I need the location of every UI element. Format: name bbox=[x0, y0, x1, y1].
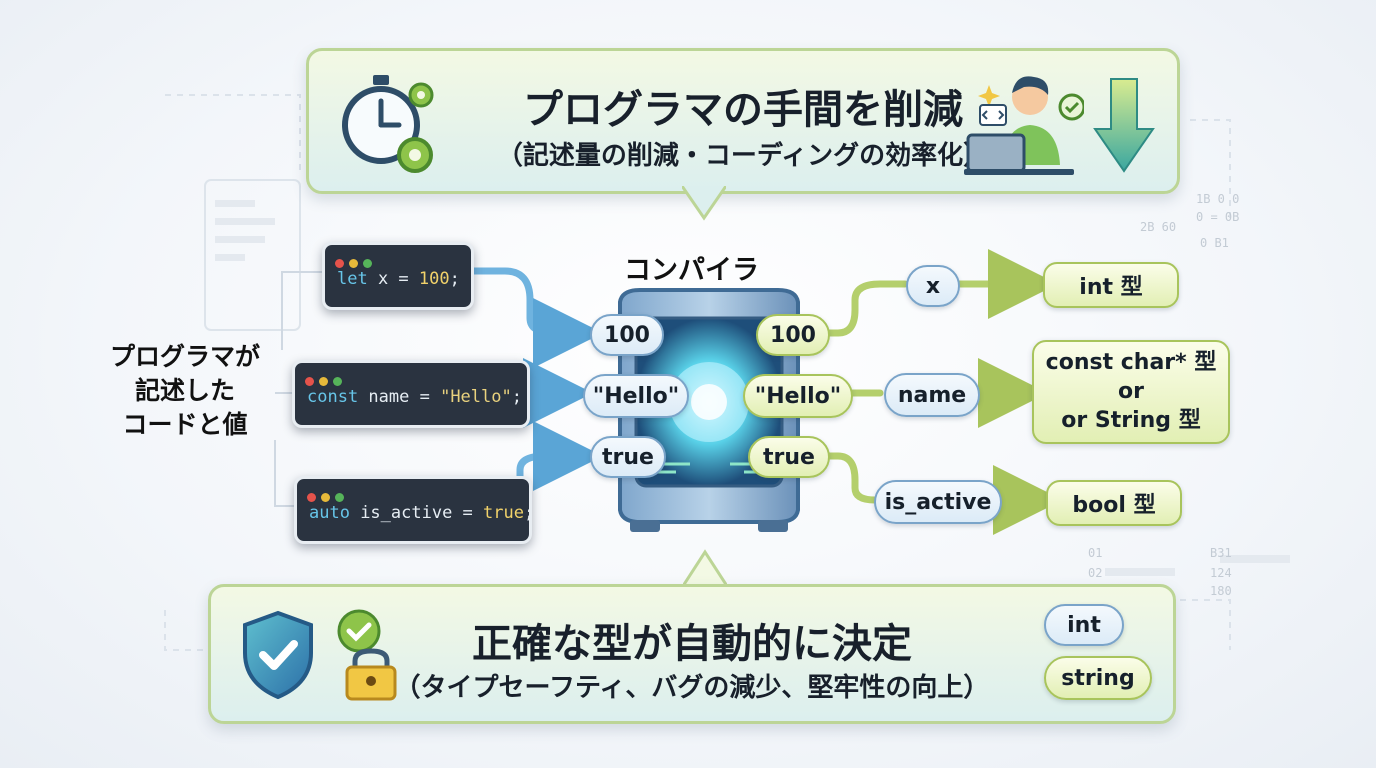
code-text: ; bbox=[449, 269, 460, 289]
code-text: ; bbox=[511, 387, 522, 407]
badge-string: string bbox=[1044, 656, 1152, 700]
type-string: const char* 型 or or String 型 bbox=[1032, 340, 1230, 444]
decor-text: 1B 0 0 bbox=[1196, 192, 1240, 206]
decor-text: B31 bbox=[1210, 546, 1232, 560]
bottom-banner-title: 正確な型が自動的に決定 bbox=[472, 621, 912, 667]
code-keyword: let bbox=[337, 269, 368, 289]
code-keyword: const bbox=[307, 387, 359, 407]
left-label-line1: プログラマが bbox=[109, 342, 260, 371]
stopwatch-icon bbox=[342, 75, 434, 173]
left-label-line3: コードと値 bbox=[122, 410, 248, 439]
bottom-banner-subtitle: （タイプセーフティ、バグの減少、堅牢性の向上） bbox=[394, 673, 990, 703]
shield-check-icon bbox=[243, 610, 313, 700]
type-string-line2: or bbox=[1118, 379, 1144, 404]
code-value: "Hello" bbox=[440, 387, 512, 407]
window-dots bbox=[305, 371, 347, 386]
bottom-banner-pointer bbox=[683, 549, 727, 586]
code-window-1: let x = 100; bbox=[322, 242, 474, 310]
decor-text: 180 bbox=[1210, 584, 1232, 598]
window-dots bbox=[307, 487, 349, 502]
bottom-banner: 正確な型が自動的に決定 （タイプセーフティ、バグの減少、堅牢性の向上） bbox=[208, 584, 1176, 724]
code-line-2: const name = "Hello"; bbox=[307, 387, 522, 407]
type-string-line3: or String 型 bbox=[1061, 408, 1201, 433]
bracket-line bbox=[281, 271, 322, 350]
type-int: int 型 bbox=[1043, 262, 1179, 308]
output-value-hello: "Hello" bbox=[743, 374, 853, 418]
variable-is-active: is_active bbox=[874, 480, 1002, 524]
input-value-hello: "Hello" bbox=[583, 374, 689, 418]
top-banner-title: プログラマの手間を削減 bbox=[523, 87, 963, 133]
decor-text: 0 = 0B bbox=[1196, 210, 1240, 224]
code-text: name = bbox=[358, 387, 441, 407]
gear-icon bbox=[397, 137, 433, 173]
input-value-true: true bbox=[590, 436, 666, 478]
code-keyword: auto bbox=[309, 503, 350, 523]
decor-text: 2B 60 bbox=[1140, 220, 1177, 234]
code-text: is_active = bbox=[349, 503, 484, 523]
output-value-true: true bbox=[748, 436, 830, 478]
down-arrow-icon bbox=[1093, 78, 1155, 173]
compiler-label: コンパイラ bbox=[624, 255, 759, 286]
programmer-laptop-icon bbox=[964, 76, 1084, 175]
code-line-1: let x = 100; bbox=[337, 269, 460, 289]
arrow-output-1 bbox=[821, 280, 909, 337]
code-text: x = bbox=[367, 269, 419, 289]
code-text: ; bbox=[523, 503, 535, 523]
input-value-100: 100 bbox=[590, 314, 664, 356]
top-banner-subtitle: （記述量の削減・コーディングの効率化） bbox=[496, 141, 990, 171]
decor-text: 124 bbox=[1210, 566, 1232, 580]
code-window-2: const name = "Hello"; bbox=[292, 360, 530, 428]
left-label-line2: 記述した bbox=[134, 376, 235, 405]
bracket-line bbox=[274, 440, 300, 507]
decor-text: 02 bbox=[1088, 566, 1103, 580]
code-value: 100 bbox=[418, 269, 450, 289]
output-value-100: 100 bbox=[756, 314, 830, 356]
decor-text: 01 bbox=[1088, 546, 1103, 560]
type-string-line1: const char* 型 bbox=[1045, 350, 1217, 375]
code-line-3: auto is_active = true; bbox=[309, 503, 534, 523]
window-dots bbox=[335, 253, 377, 268]
code-value: true bbox=[483, 503, 524, 523]
top-banner-pointer bbox=[682, 186, 726, 221]
top-banner: プログラマの手間を削減 （記述量の削減・コーディングの効率化） bbox=[306, 48, 1180, 194]
variable-x: x bbox=[906, 265, 960, 307]
left-label: プログラマが 記述した コードと値 bbox=[96, 340, 274, 442]
decor-text: 0 B1 bbox=[1200, 236, 1229, 250]
variable-name: name bbox=[884, 373, 980, 417]
arrow-input-1 bbox=[466, 267, 603, 368]
lock-check-icon bbox=[337, 609, 397, 701]
code-window-3: auto is_active = true; bbox=[294, 476, 534, 544]
arrow-output-3 bbox=[821, 452, 879, 504]
badge-int: int bbox=[1044, 604, 1124, 646]
type-bool: bool 型 bbox=[1046, 480, 1182, 526]
